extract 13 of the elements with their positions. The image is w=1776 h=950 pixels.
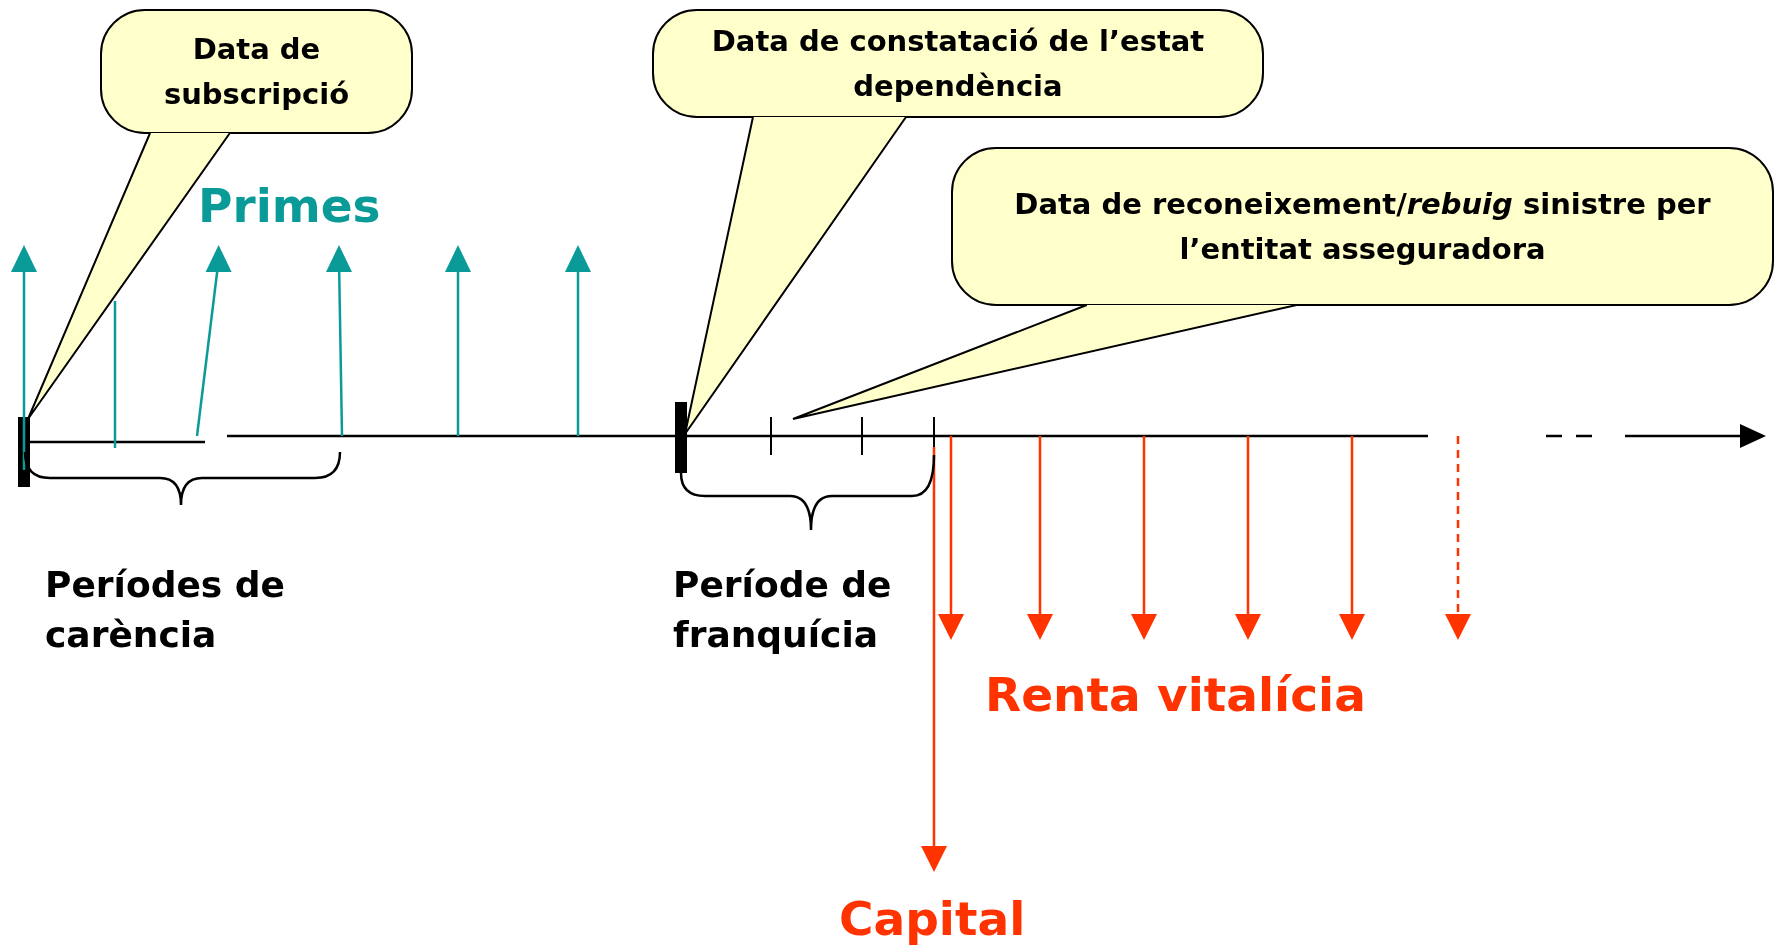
callout-bubble — [652, 9, 1264, 118]
text-label: Primes — [198, 178, 382, 234]
callout-text: Data de reconeixement/rebuig sinistre per l’entitat asseguradora — [1013, 185, 1712, 268]
text-label: Renta vitalícia — [985, 667, 1367, 723]
text-label: Capital — [839, 893, 1027, 945]
callout-text: Data de constatació de l’estat dependència — [710, 22, 1206, 105]
callout-text: Data de subscripció — [162, 30, 351, 113]
callout-tail — [684, 116, 907, 435]
text-label: Període de franquícia — [673, 563, 893, 657]
callout-tail — [27, 132, 231, 420]
callout-tail — [792, 304, 1298, 420]
text-label: Períodes de carència — [45, 563, 286, 657]
callout-bubble — [100, 9, 413, 134]
